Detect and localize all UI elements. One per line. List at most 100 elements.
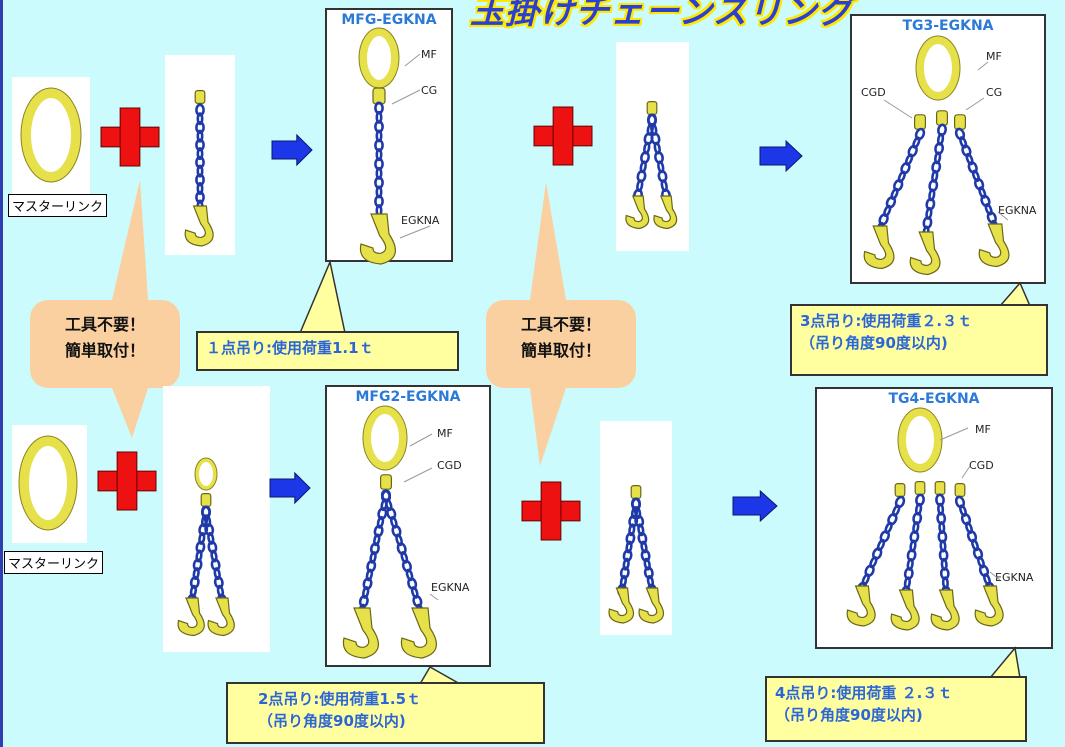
two-leg-component-photo-left [163, 386, 270, 652]
tg3-leader-mf [977, 61, 989, 71]
no-tools-text-left: 工具不要！ 簡単取付！ [35, 312, 175, 364]
tg3-part-egkna: EGKNA [998, 204, 1037, 217]
bubble-pointer-up-left [112, 180, 148, 300]
tg3-chain-b [922, 123, 947, 239]
tg3-leader-egkna [997, 211, 1009, 221]
bubble-pointer-up-middle [530, 182, 566, 300]
two-leg-top-chain-a [633, 113, 657, 202]
mfg-part-egkna: EGKNA [401, 214, 440, 227]
tg4-hook-b-icon [890, 589, 920, 631]
two-leg-top-hook-b-icon [653, 195, 678, 230]
tg4-master-link-icon [898, 408, 942, 472]
tg4-coupler-3-icon [934, 481, 946, 496]
two-leg-top-chain-b [647, 113, 671, 202]
tg3-spec-line2: （吊り角度90度以内) [800, 334, 948, 352]
mfg2-part-egkna: EGKNA [431, 581, 470, 594]
mfg-chain [374, 101, 384, 227]
arrow-right-icon-2 [759, 139, 803, 173]
tg4-chain-b [901, 493, 925, 599]
tg4-spec-line2: （吊り角度90度以内) [775, 706, 923, 724]
tg3-chain-a [875, 127, 926, 235]
arrow-right-icon-3 [269, 471, 311, 505]
single-leg-hook-icon [184, 205, 214, 247]
tg4-chain-d [954, 495, 996, 595]
mfg-title: MFG-EGKNA [341, 12, 437, 28]
tg3-coupler-mid-icon [935, 110, 948, 126]
mfg2-egkna-panel: MFG2-EGKNA MF CGD EGKNA [325, 385, 491, 667]
tg4-part-egkna: EGKNA [995, 571, 1034, 584]
tg4-callout-pointer [988, 646, 1021, 679]
mfg-hook-icon [359, 213, 396, 265]
master-link-label-bottom: マスターリンク [4, 551, 104, 574]
tg3-title: TG3-EGKNA [902, 18, 994, 34]
plus-icon-bottom-left [97, 451, 157, 511]
arrow-right-icon-4 [732, 489, 778, 523]
tg4-leader-egkna [989, 571, 1001, 581]
no-tools-bubble-middle [486, 300, 636, 388]
two-leg-bottom-mid-chain-a [617, 497, 641, 597]
tg3-chain-c [954, 127, 1000, 233]
arrow-right-icon-1 [271, 133, 313, 167]
mfg2-leader-mf [409, 433, 433, 447]
tg3-part-cg: CG [986, 86, 1003, 99]
tg4-spec-callout: 4点吊り:使用荷重 ２.３ｔ （吊り角度90度以内) [765, 676, 1027, 742]
master-link-bottom-icon-edge [18, 435, 78, 531]
no-tools-text-middle: 工具不要！ 簡単取付！ [491, 312, 631, 364]
tg4-leader-cgd [961, 465, 971, 479]
two-leg-top-hook-a-icon [625, 195, 650, 230]
mfg2-coupler-icon [380, 474, 393, 490]
two-leg-bottom-mid-coupler-icon [630, 485, 642, 500]
mfg-leader-egkna [399, 225, 431, 239]
two-leg-bottom-left-hook-b-icon [207, 597, 235, 637]
no-tools-line2-left: 簡単取付！ [64, 341, 145, 360]
mfg-master-link-icon [359, 28, 399, 88]
mfg2-master-link-icon [363, 406, 407, 470]
tg4-hook-a-icon [846, 585, 876, 627]
plus-icon-top-left [100, 107, 160, 167]
tg4-hook-d-icon [974, 585, 1004, 627]
single-leg-chain [195, 103, 205, 213]
two-leg-top-coupler-icon [646, 100, 658, 115]
plus-icon-bottom-middle [521, 481, 581, 541]
bubble-pointer-down-left [112, 388, 148, 438]
tg3-spec-line1: 3点吊り:使用荷重２.３ｔ [800, 312, 973, 330]
mfg2-hook-b-icon [400, 607, 437, 659]
master-link-top-icon [21, 88, 81, 182]
page-title: 玉掛けチェーンスリング [470, 0, 853, 32]
tg3-coupler-left-icon [913, 114, 926, 130]
mfg-spec-line1: １点吊り:使用荷重1.1ｔ [206, 339, 374, 357]
tg3-hook-a-icon [863, 225, 895, 270]
mfg2-chain-b [380, 489, 424, 617]
tg3-part-cgd: CGD [861, 86, 886, 99]
mfg2-part-mf: MF [437, 427, 453, 440]
two-leg-component-photo-right [600, 421, 672, 635]
tg3-master-link-icon [916, 36, 960, 100]
no-tools-line1-left: 工具不要！ [64, 315, 145, 334]
mfg-egkna-panel: MFG-EGKNA MF CG EGKNA [325, 8, 453, 262]
mfg2-leader-egkna [429, 593, 439, 601]
mfg-leader-cg [391, 89, 421, 105]
mfg-leader-mf [404, 53, 421, 67]
mfg-part-mf: MF [421, 48, 437, 61]
tg3-callout-pointer [998, 281, 1032, 307]
master-link-label-top: マスターリンク [8, 194, 108, 217]
tg4-coupler-1-icon [894, 483, 906, 498]
mfg2-title: MFG2-EGKNA [355, 389, 461, 405]
mfg2-part-cgd: CGD [437, 459, 462, 472]
no-tools-line2-middle: 簡単取付！ [520, 341, 601, 360]
mfg2-spec-line2: （吊り角度90度以内) [258, 712, 406, 730]
mfg2-master-link-icon-edge [362, 405, 408, 471]
tg4-part-mf: MF [975, 423, 991, 436]
tg4-hook-c-icon [930, 589, 960, 631]
mfg2-spec-line1: 2点吊り:使用荷重1.5ｔ [258, 690, 422, 708]
tg4-coupler-2-icon [914, 481, 926, 496]
two-leg-bottom-left-chain-a [187, 505, 211, 607]
two-leg-bottom-left-link-icon-edge [194, 457, 218, 491]
two-leg-bottom-left-hook-a-icon [177, 597, 205, 637]
no-tools-line1-middle: 工具不要！ [520, 315, 601, 334]
two-leg-bottom-mid-hook-a-icon [608, 587, 635, 624]
single-leg-coupler-icon [194, 89, 206, 104]
left-border [0, 0, 3, 747]
two-leg-bottom-mid-hook-b-icon [638, 587, 665, 624]
